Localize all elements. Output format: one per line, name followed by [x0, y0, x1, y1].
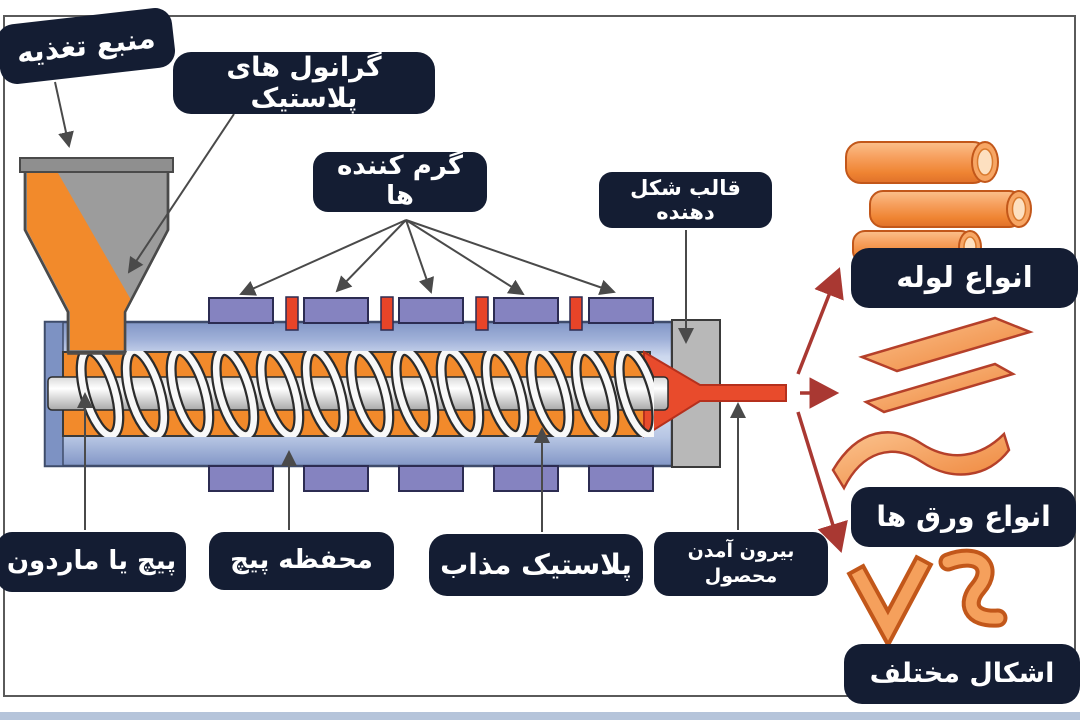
- flow-arrow-to-pipes: [796, 267, 844, 375]
- pipe: [869, 190, 1032, 228]
- arrow-heater-1: [239, 219, 407, 296]
- hopper-granules: [27, 173, 131, 350]
- flow-arrow-to-shapes: [796, 411, 848, 554]
- arrow-heater-4: [405, 219, 525, 296]
- label-forming-die: قالب شکل دهنده: [599, 172, 772, 228]
- heater-element: [380, 296, 394, 331]
- product-sheets: [831, 316, 1034, 491]
- label-molten-plastic: پلاستیک مذاب: [429, 534, 643, 596]
- label-screw-chamber: محفظه پیچ: [209, 532, 394, 590]
- heater-element: [475, 296, 489, 331]
- diagram-frame: [3, 15, 1076, 697]
- hopper: [19, 157, 174, 355]
- label-screw: پیچ یا ماردون: [0, 532, 186, 592]
- curved-profile: [938, 548, 1008, 628]
- heaters-top: [208, 296, 654, 331]
- product-profile-shapes: [846, 548, 1008, 650]
- heater-block: [493, 465, 559, 492]
- product-pipes: [845, 141, 1032, 264]
- heater-block: [303, 297, 369, 324]
- heater-element: [285, 296, 299, 331]
- v-profile: [846, 554, 934, 650]
- flat-sheet: [858, 316, 1034, 373]
- arrow-feed-to-hopper: [54, 81, 74, 148]
- label-product-exit-line2: محصول: [704, 565, 778, 587]
- pipe: [845, 141, 999, 184]
- heater-block: [208, 465, 274, 492]
- label-sheet-types: انواع ورق ها: [851, 487, 1076, 547]
- screw-flights: [75, 351, 654, 437]
- heater-block: [588, 465, 654, 492]
- heater-block: [493, 297, 559, 324]
- arrow-heater-2: [335, 219, 407, 293]
- callout-arrows: [54, 81, 746, 532]
- label-product-exit: بیرون آمدن محصول: [654, 532, 828, 596]
- heater-block: [588, 297, 654, 324]
- heater-element: [569, 296, 583, 331]
- arrow-heater-3: [405, 219, 434, 294]
- heater-block: [303, 465, 369, 492]
- heater-block: [208, 297, 274, 324]
- flat-sheet: [862, 362, 1017, 414]
- product-flow-arrows: [796, 267, 848, 554]
- extruder-machine: [43, 319, 787, 468]
- label-various-shapes: اشکال مختلف: [844, 644, 1080, 704]
- label-product-exit-line1: بیرون آمدن: [687, 540, 795, 563]
- heater-block: [398, 465, 464, 492]
- heaters-bottom: [208, 465, 654, 492]
- wavy-sheet: [831, 431, 1011, 491]
- heater-block: [398, 297, 464, 324]
- label-heaters: گرم کننده ها: [313, 151, 487, 212]
- label-pipe-types: انواع لوله: [851, 248, 1078, 308]
- label-plastic-granules: گرانول های پلاستیک: [173, 52, 435, 114]
- bottom-strip: [0, 712, 1080, 720]
- arrow-granules-to-hopper: [127, 113, 235, 274]
- arrow-heater-5: [405, 219, 616, 295]
- hopper-rim: [19, 157, 174, 173]
